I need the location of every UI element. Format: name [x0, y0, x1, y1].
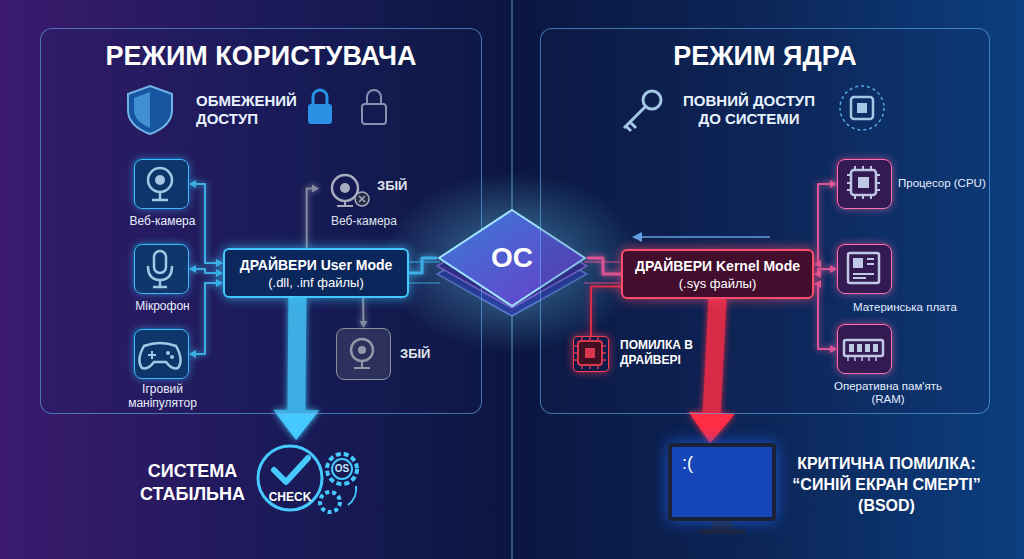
- driver-box: ДРАЙВЕРИ Kernel Mode (.sys файлы): [621, 249, 814, 299]
- mode-panel: РЕЖИМ КОРИСТУВАЧА Веб-камераМікрофонІгров…: [40, 28, 482, 414]
- node-text: Веб-камера: [319, 214, 409, 228]
- status-block: СИСТЕМА СТАБІЛЬНА: [130, 440, 375, 525]
- hardware-icon: Материнська плата: [837, 244, 892, 294]
- device-icon: Ігровий маніпулятор: [134, 329, 189, 379]
- node-text: Ігровий маніпулятор: [115, 382, 210, 410]
- node-text: :(: [682, 453, 693, 474]
- mode-panel: РЕЖИМ ЯДРА ДРАЙВЕРИ Kernel Mode (.sys файл…: [540, 28, 990, 414]
- failed-device: ЗБІЙ: [336, 328, 391, 380]
- node-text: ДРАЙВЕРИ User Mode: [240, 257, 393, 273]
- node-text: Оперативна пам'ять (RAM): [833, 380, 943, 406]
- node-text: (.sys файлы): [679, 276, 757, 291]
- device-icon: Веб-камера: [134, 159, 189, 209]
- error-chip: ПОМИЛКА В ДРАЙВЕРІ: [573, 336, 609, 372]
- node-text: ДРАЙВЕРИ Kernel Mode: [635, 258, 800, 274]
- device-icon: Мікрофон: [134, 244, 189, 294]
- node-text: Материнська плата: [853, 301, 957, 313]
- node-text: Веб-камера: [115, 214, 210, 228]
- node-text: ОС: [491, 242, 533, 274]
- node-text: РЕЖИМ КОРИСТУВАЧА: [41, 41, 481, 72]
- node-text: ЗБІЙ: [400, 346, 430, 361]
- node-text: РЕЖИМ ЯДРА: [541, 41, 989, 72]
- hardware-icon: Процесор (CPU): [837, 159, 892, 209]
- label-text: OS: [330, 463, 354, 474]
- node-text: СИСТЕМА СТАБІЛЬНА: [130, 460, 255, 506]
- node-text: Мікрофон: [115, 299, 210, 313]
- bsod-monitor: :(КРИТИЧНА ПОМИЛКА: “СИНІЙ ЕКРАН СМЕРТІ”…: [668, 443, 776, 521]
- node-text: КРИТИЧНА ПОМИЛКА: “СИНІЙ ЕКРАН СМЕРТІ” (…: [784, 453, 989, 516]
- failed-device: ЗБІЙ Веб-камера: [319, 164, 429, 234]
- node-text: Процесор (CPU): [898, 177, 986, 189]
- hardware-icon: Оперативна пам'ять (RAM): [837, 324, 892, 374]
- node-text: ПОМИЛКА В ДРАЙВЕРІ: [620, 338, 698, 368]
- node-text: (.dll, .inf файлы): [268, 275, 364, 290]
- node-text: ЗБІЙ: [377, 178, 407, 193]
- label-text: CHECK: [265, 490, 315, 504]
- driver-box: ДРАЙВЕРИ User Mode (.dll, .inf файлы): [223, 248, 409, 298]
